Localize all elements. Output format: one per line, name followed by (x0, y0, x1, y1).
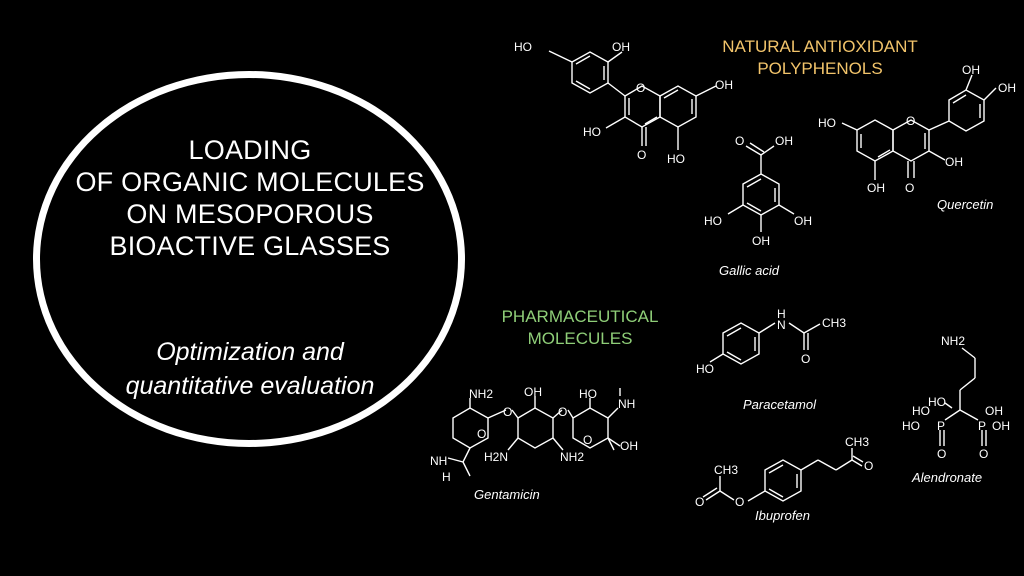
gentamicin-oh-1: OH (524, 385, 542, 399)
alendronate-ho-2: HO (912, 404, 930, 418)
natural-label-line-2: POLYPHENOLS (757, 59, 883, 78)
ibuprofen-ch3-2: CH3 (714, 463, 738, 477)
alendronate-nh2: NH2 (941, 334, 965, 348)
quercetin-b-ring (948, 89, 985, 132)
alendronate-structure: NH2 HO OH HO HO P P OH O O (902, 334, 1010, 461)
gallic-acid-ring (742, 173, 780, 216)
alendronate-oh-2: OH (992, 419, 1010, 433)
flavonoid-ho-3: HO (667, 152, 685, 166)
quercetin-a-ring (856, 119, 894, 162)
flavonoid-o-keto: O (637, 148, 646, 162)
ibuprofen-structure: CH3 O CH3 O O (695, 435, 873, 509)
flavonoid-oh-1: OH (612, 40, 630, 54)
quercetin-oh-4: OH (945, 155, 963, 169)
flavonoid-o-ring: O (636, 81, 645, 95)
gentamicin-ring-2 (517, 407, 554, 449)
pharm-label-line-1: PHARMACEUTICAL (501, 307, 659, 326)
gentamicin-nh2-1: NH2 (469, 387, 493, 401)
quercetin-name: Quercetin (937, 197, 994, 212)
quercetin-ho-1: HO (818, 116, 836, 130)
natural-label-line-1: NATURAL ANTIOXIDANT (722, 37, 918, 56)
alendronate-p-1: P (937, 419, 945, 433)
gallic-oh-1: OH (794, 214, 812, 228)
paracetamol-ring (722, 322, 760, 365)
alendronate-p-2: P (978, 419, 986, 433)
gentamicin-nh-side: NH (430, 454, 447, 468)
alendronate-o-2: O (979, 447, 988, 461)
gentamicin-oh-2: OH (620, 439, 638, 453)
alendronate-o-1: O (937, 447, 946, 461)
gallic-acid-structure: O OH HO OH OH (704, 134, 812, 248)
gentamicin-o-1: O (503, 405, 512, 419)
alendronate-name: Alendronate (912, 470, 983, 485)
title-line-1: LOADING (188, 135, 312, 165)
gallic-ho: HO (704, 214, 722, 228)
gentamicin-h2n: H2N (484, 450, 508, 464)
gentamicin-ho: HO (579, 387, 597, 401)
gallic-oh-2: OH (752, 234, 770, 248)
ibuprofen-ch3-1: CH3 (845, 435, 869, 449)
quercetin-oh-1: OH (962, 63, 980, 77)
alendronate-ho-1: HO (928, 395, 946, 409)
paracetamol-h: H (777, 307, 786, 321)
gentamicin-o-2: O (558, 405, 567, 419)
quercetin-oh-3: OH (867, 181, 885, 195)
natural-polyphenols-label: NATURAL ANTIOXIDANT POLYPHENOLS (690, 36, 950, 80)
paracetamol-o: O (801, 352, 810, 366)
subtitle-line-2: quantitative evaluation (125, 372, 375, 400)
quercetin-oh-2: OH (998, 81, 1016, 95)
gallic-oh-acid: OH (775, 134, 793, 148)
alendronate-ho-3: HO (902, 419, 920, 433)
gentamicin-name: Gentamicin (474, 487, 540, 502)
flavonoid-a-ring (659, 85, 697, 128)
gallic-o-keto: O (735, 134, 744, 148)
ibuprofen-o-keto: O (864, 459, 873, 473)
ibuprofen-o-1: O (695, 495, 704, 509)
gentamicin-nh2-2: NH2 (560, 450, 584, 464)
gentamicin-nh: NH (618, 397, 635, 411)
flavonoid-ho-2: HO (583, 125, 601, 139)
gallic-acid-name: Gallic acid (719, 263, 779, 278)
quercetin-o-ring: O (906, 114, 915, 128)
paracetamol-name: Paracetamol (743, 397, 816, 412)
alendronate-oh-1: OH (985, 404, 1003, 418)
gentamicin-o-ring-2: O (583, 433, 592, 447)
title-line-2: OF ORGANIC MOLECULES (75, 167, 425, 197)
subtitle-line-1: Optimization and (156, 338, 344, 366)
gentamicin-h-side: H (442, 470, 451, 484)
quercetin-o-keto: O (905, 181, 914, 195)
paracetamol-n: N (777, 318, 786, 332)
pharm-label-line-2: MOLECULES (527, 329, 633, 348)
title-line-4: BIOACTIVE GLASSES (109, 231, 391, 261)
paracetamol-ho: HO (696, 362, 714, 376)
paracetamol-ch3: CH3 (822, 316, 846, 330)
pharmaceutical-molecules-label: PHARMACEUTICAL MOLECULES (485, 306, 675, 350)
title-line-3: ON MESOPOROUS (126, 199, 374, 229)
flavonoid-oh-2: OH (715, 78, 733, 92)
flavonoid-b-ring (571, 51, 609, 94)
ibuprofen-ring (764, 459, 802, 502)
flavonoid-structure: HO OH OH O HO O HO (514, 40, 733, 166)
flavonoid-ho-1: HO (514, 40, 532, 54)
title-circle (33, 71, 465, 447)
paracetamol-structure: HO H N CH3 O (696, 307, 846, 376)
ibuprofen-name: Ibuprofen (755, 508, 810, 523)
gentamicin-o-ring-1: O (477, 427, 486, 441)
gentamicin-structure: NH2 O O OH O H2N NH2 HO NH O OH NH H (430, 385, 638, 484)
quercetin-structure: OH OH HO O OH O OH (818, 63, 1016, 195)
ibuprofen-o-2: O (735, 495, 744, 509)
